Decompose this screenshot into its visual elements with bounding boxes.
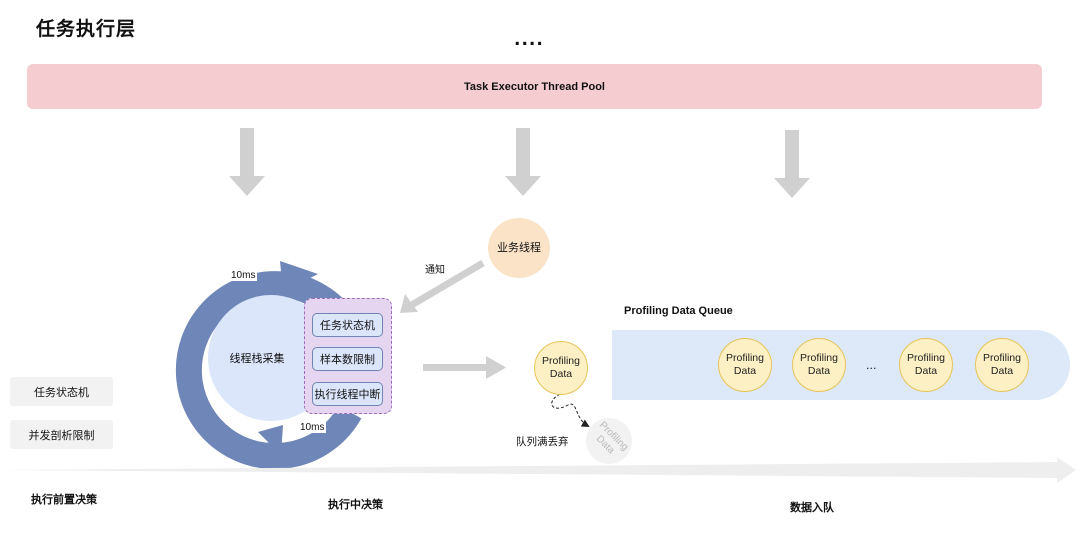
sampling-cycle-ring [175,261,362,470]
notify-arrow [400,259,485,313]
interval-bottom-label: 10ms [298,422,327,433]
down-arrow-1 [229,128,265,196]
timeline-arrow [0,457,1076,483]
queue-item: Profiling Data [975,338,1029,392]
down-arrow-2 [505,128,541,196]
interval-top-label: 10ms [229,270,258,281]
queue-item: Profiling Data [899,338,953,392]
profiling-data-node: Profiling Data [534,341,588,395]
down-arrow-3 [774,130,810,198]
drop-dashed-arrow [551,393,590,427]
to-profiling-arrow [423,356,506,379]
task-state-machine-box: 任务状态机 [312,313,383,337]
queue-ellipsis: ... [866,359,877,372]
business-thread-node: 业务线程 [488,218,550,278]
notify-label: 通知 [425,265,445,276]
side-task-state-machine: 任务状态机 [10,377,113,406]
phase-pre-execution: 执行前置决策 [31,493,97,506]
thread-pool-bar: Task Executor Thread Pool [27,64,1042,109]
queue-title: Profiling Data Queue [624,305,733,317]
page-title: 任务执行层 [36,18,137,40]
top-ellipsis: .... [514,30,544,50]
queue-item: Profiling Data [792,338,846,392]
thread-interrupt-box: 执行线程中断 [312,382,383,406]
phase-enqueue: 数据入队 [790,501,834,514]
queue-full-drop-label: 队列满丢弃 [516,436,569,448]
queue-item: Profiling Data [718,338,772,392]
phase-during-execution: 执行中决策 [328,498,383,511]
sample-limit-box: 样本数限制 [312,347,383,371]
runtime-controls-panel: 任务状态机 样本数限制 执行线程中断 [304,298,392,414]
stack-sampling-label: 线程栈采集 [229,352,285,365]
side-concurrency-limit: 并发剖析限制 [10,420,113,449]
